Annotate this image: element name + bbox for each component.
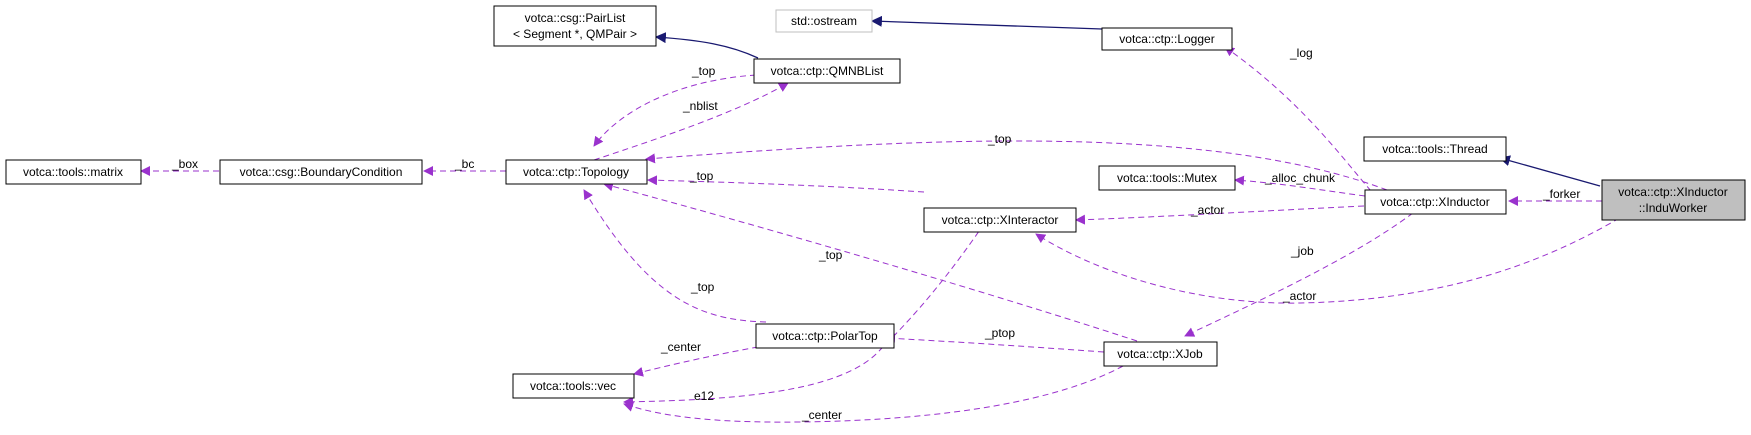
edge-qmnblist-topology — [593, 74, 757, 147]
label-xjob-xinductor: _job — [1290, 244, 1314, 258]
label-qmnblist-topology: _top — [691, 64, 716, 78]
node-xinteractor-label: votca::ctp::XInteractor — [942, 213, 1059, 227]
node-xjob[interactable]: votca::ctp::XJob — [1103, 341, 1218, 367]
label-polartop-topology: _top — [690, 280, 715, 294]
node-xinductor[interactable]: votca::ctp::XInductor — [1364, 189, 1507, 215]
node-ostream-label: std::ostream — [791, 14, 857, 28]
label-topology-qmnblist: _nblist — [682, 99, 718, 113]
node-mutex[interactable]: votca::tools::Mutex — [1098, 165, 1236, 191]
label-xinteractor-xinductor: _actor — [1190, 203, 1224, 217]
node-pairlist-line1: votca::csg::PairList — [525, 11, 626, 25]
edge-xinteractor-xinductor — [1075, 205, 1365, 225]
node-induworker: votca::ctp::XInductor ::InduWorker — [1601, 179, 1746, 221]
node-boundary[interactable]: votca::csg::BoundaryCondition — [219, 159, 423, 185]
edge-polartop-topology — [583, 189, 767, 323]
node-xinteractor[interactable]: votca::ctp::XInteractor — [923, 207, 1077, 233]
node-xjob-label: votca::ctp::XJob — [1117, 347, 1203, 361]
label-xinteractor-induworker: _actor — [1282, 289, 1316, 303]
edge-xinteractor-topology — [647, 175, 925, 193]
edge-xinteractor-induworker — [1035, 212, 1629, 304]
node-pairlist[interactable]: votca::csg::PairList < Segment *, QMPair… — [493, 5, 657, 47]
edge-logger-xinductor — [1224, 46, 1372, 192]
node-thread[interactable]: votca::tools::Thread — [1363, 136, 1507, 162]
node-mutex-label: votca::tools::Mutex — [1117, 171, 1217, 185]
label-vec-xjob: _center — [801, 408, 842, 422]
label-vec-xinteractor: e12 — [694, 389, 714, 403]
node-logger[interactable]: votca::ctp::Logger — [1101, 27, 1233, 51]
node-topology[interactable]: votca::ctp::Topology — [505, 159, 648, 185]
edge-mutex-xinductor — [1234, 175, 1366, 197]
node-matrix[interactable]: votca::tools::matrix — [5, 159, 142, 185]
edge-vec-xinteractor — [623, 214, 991, 407]
node-xinductor-label: votca::ctp::XInductor — [1380, 195, 1489, 209]
node-polartop-label: votca::ctp::PolarTop — [772, 329, 878, 343]
label-xinteractor-topology: _top — [689, 169, 714, 183]
label-xinductor-topology: _top — [987, 132, 1012, 146]
node-pairlist-line2: < Segment *, QMPair > — [513, 27, 637, 41]
label-mutex-xinductor: _alloc_chunk — [1264, 171, 1336, 185]
node-ostream: std::ostream — [775, 9, 873, 33]
label-boundary-topology: _bc — [454, 157, 474, 171]
node-qmnblist[interactable]: votca::ctp::QMNBList — [753, 58, 901, 84]
node-boundary-label: votca::csg::BoundaryCondition — [240, 165, 403, 179]
edge-vec-polartop — [633, 346, 759, 377]
node-thread-label: votca::tools::Thread — [1382, 142, 1487, 156]
edge-thread-induworker — [1498, 155, 1601, 187]
edge-vec-xjob — [623, 365, 1124, 423]
edge-polartop-xjob — [885, 333, 1105, 353]
node-matrix-label: votca::tools::matrix — [23, 165, 123, 179]
edge-xinductor-topology — [645, 140, 1388, 191]
node-induworker-line1: votca::ctp::XInductor — [1618, 185, 1727, 199]
node-polartop[interactable]: votca::ctp::PolarTop — [755, 323, 895, 349]
label-xjob-topology: _top — [818, 248, 843, 262]
edge-pairlist-qmnblist — [654, 32, 759, 59]
label-vec-polartop: _center — [660, 340, 701, 354]
node-vec-label: votca::tools::vec — [530, 379, 616, 393]
edge-xjob-topology — [603, 181, 1138, 342]
node-topology-label: votca::ctp::Topology — [523, 165, 629, 179]
label-matrix-boundary: _box — [171, 157, 198, 171]
edge-xjob-xinductor — [1184, 212, 1414, 337]
node-induworker-line2: ::InduWorker — [1639, 201, 1707, 215]
label-xinductor-induworker: _forker — [1542, 187, 1580, 201]
label-logger-xinductor: _log — [1289, 46, 1313, 60]
label-polartop-xjob: _ptop — [984, 326, 1015, 340]
node-logger-label: votca::ctp::Logger — [1119, 32, 1214, 46]
edge-topology-qmnblist — [593, 82, 789, 161]
edge-ostream-logger — [870, 15, 1103, 30]
node-vec[interactable]: votca::tools::vec — [512, 373, 635, 399]
node-qmnblist-label: votca::ctp::QMNBList — [771, 64, 884, 78]
